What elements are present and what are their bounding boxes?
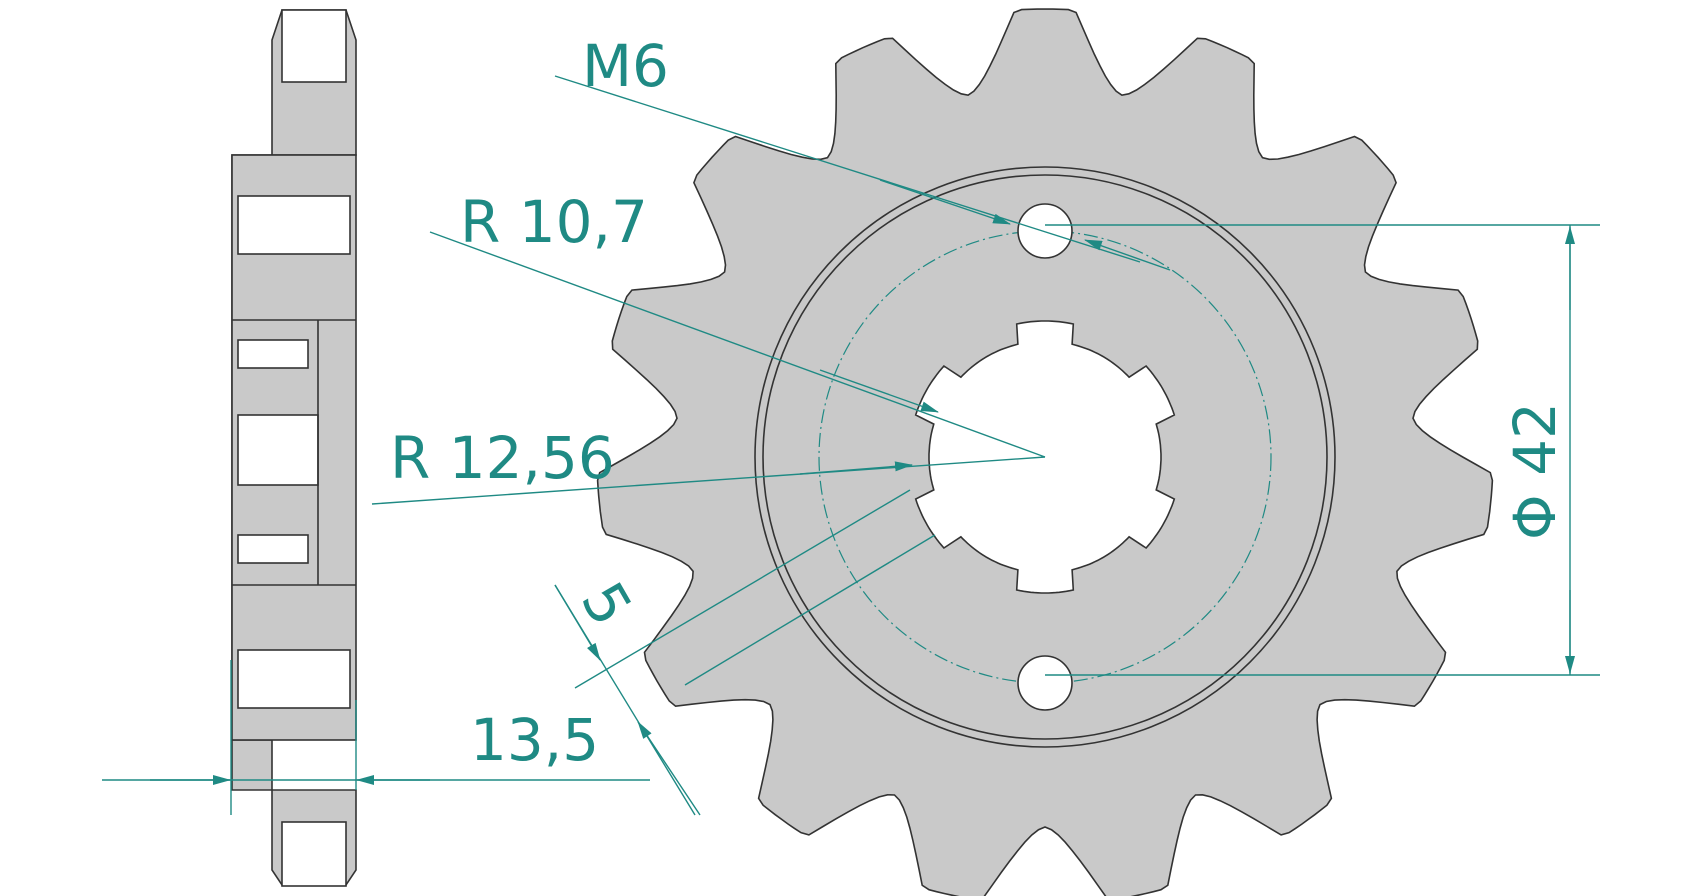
inner-radius-arrow [819, 369, 939, 413]
side-view-tooth-bottom [281, 821, 347, 887]
thread-arrow-2 [1084, 239, 1171, 271]
side-view-slot-3 [237, 649, 351, 709]
thread-label: M6 [582, 32, 669, 100]
spline-width-arrow-1 [554, 584, 601, 661]
side-view-slot-1 [237, 195, 351, 255]
inner-radius-label: R 10,7 [460, 188, 648, 256]
outer-radius-arrow [799, 461, 913, 475]
bolt-hole-bottom [1017, 655, 1073, 711]
side-view-slot-2 [237, 414, 319, 486]
spline-width-ext-1 [574, 489, 911, 689]
front-view [596, 8, 1494, 896]
thread-arrow-1 [879, 179, 1011, 225]
inner-radius-leader [429, 231, 1046, 458]
bolt-circle-label: Φ 42 [1501, 402, 1569, 540]
thickness-label: 13,5 [470, 706, 599, 774]
side-view-key-2 [237, 534, 309, 564]
spline-width-arrow-2 [637, 721, 701, 816]
side-view-tooth-top [281, 9, 347, 83]
side-view-key-1 [237, 339, 309, 369]
thread-leader-line [554, 75, 1141, 263]
hub-inner-circle [762, 174, 1328, 740]
outer-radius-leader [371, 456, 1046, 505]
hub-outer-circle [754, 166, 1336, 748]
bolt-hole-top [1017, 203, 1073, 259]
side-view [231, 9, 357, 887]
outer-radius-label: R 12,56 [390, 424, 615, 492]
spline-width-ext-2 [684, 534, 936, 686]
dimensions: M6 R 10,7 R 12,56 5 13,5 Φ 42 [102, 32, 1600, 816]
